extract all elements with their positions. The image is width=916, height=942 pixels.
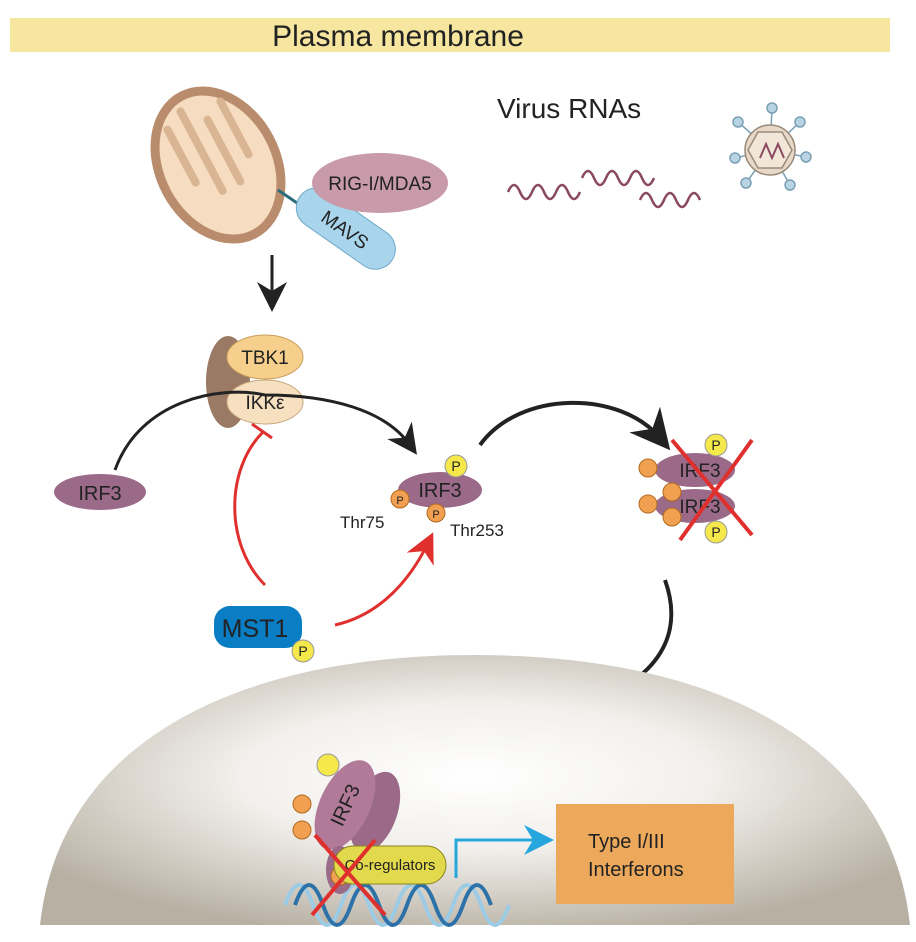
mst1-label: MST1	[222, 615, 289, 643]
inhibition-bar	[251, 422, 273, 440]
tbk1-protein	[226, 334, 304, 380]
rig-i-mda5-protein	[312, 153, 448, 213]
phospho-label: P	[711, 524, 720, 540]
mitochondrion-icon	[150, 86, 286, 244]
thr75-label: Thr75	[340, 513, 384, 532]
virus-rna-strands	[506, 169, 702, 209]
inhibition-line	[233, 430, 267, 587]
transcription-arrow	[454, 825, 554, 878]
virus-rnas-label: Virus RNAs	[497, 93, 641, 124]
mst1-protein	[214, 606, 302, 648]
dna-helix-icon	[283, 883, 511, 927]
phospho-label: P	[711, 437, 720, 453]
coregulators-label: Co-regulators	[345, 857, 436, 874]
rig-i-mda5-label: RIG-I/MDA5	[328, 174, 431, 195]
plasma-membrane-banner	[10, 18, 890, 52]
ikke-label: IKKε	[245, 393, 285, 414]
mst1-phosphorylation-arrow	[334, 532, 434, 627]
interferons-label-line1: Type I/III	[588, 831, 665, 853]
phospho-label: P	[298, 643, 307, 659]
tbk1-label: TBK1	[241, 348, 289, 369]
irf3-dimer-blocked: IRF3 IRF3 P P	[638, 433, 754, 544]
interferons-box	[556, 804, 734, 904]
irf3-label: IRF3	[78, 483, 121, 505]
phospho-label: P	[396, 495, 403, 507]
plasma-membrane-label: Plasma membrane	[272, 20, 524, 53]
phosphorylation-arrow	[113, 390, 417, 471]
phospho-sites: P P P	[390, 454, 468, 523]
interferons-label-line2: Interferons	[588, 859, 684, 881]
phospho-label: P	[432, 509, 439, 521]
virus-particle-icon	[729, 102, 812, 191]
thr253-label: Thr253	[450, 521, 504, 540]
irf3-label: IRF3	[679, 497, 720, 518]
mst1-phospho	[291, 639, 315, 663]
phospho-label: P	[451, 458, 460, 474]
irf3-label: IRF3	[418, 480, 461, 502]
nuclear-irf3-complex-blocked: IRF3 Co-regulators	[292, 753, 447, 917]
dimerization-arrow	[478, 400, 671, 451]
irf3-phosphorylated	[398, 472, 482, 508]
irf3-inactive	[54, 474, 146, 510]
